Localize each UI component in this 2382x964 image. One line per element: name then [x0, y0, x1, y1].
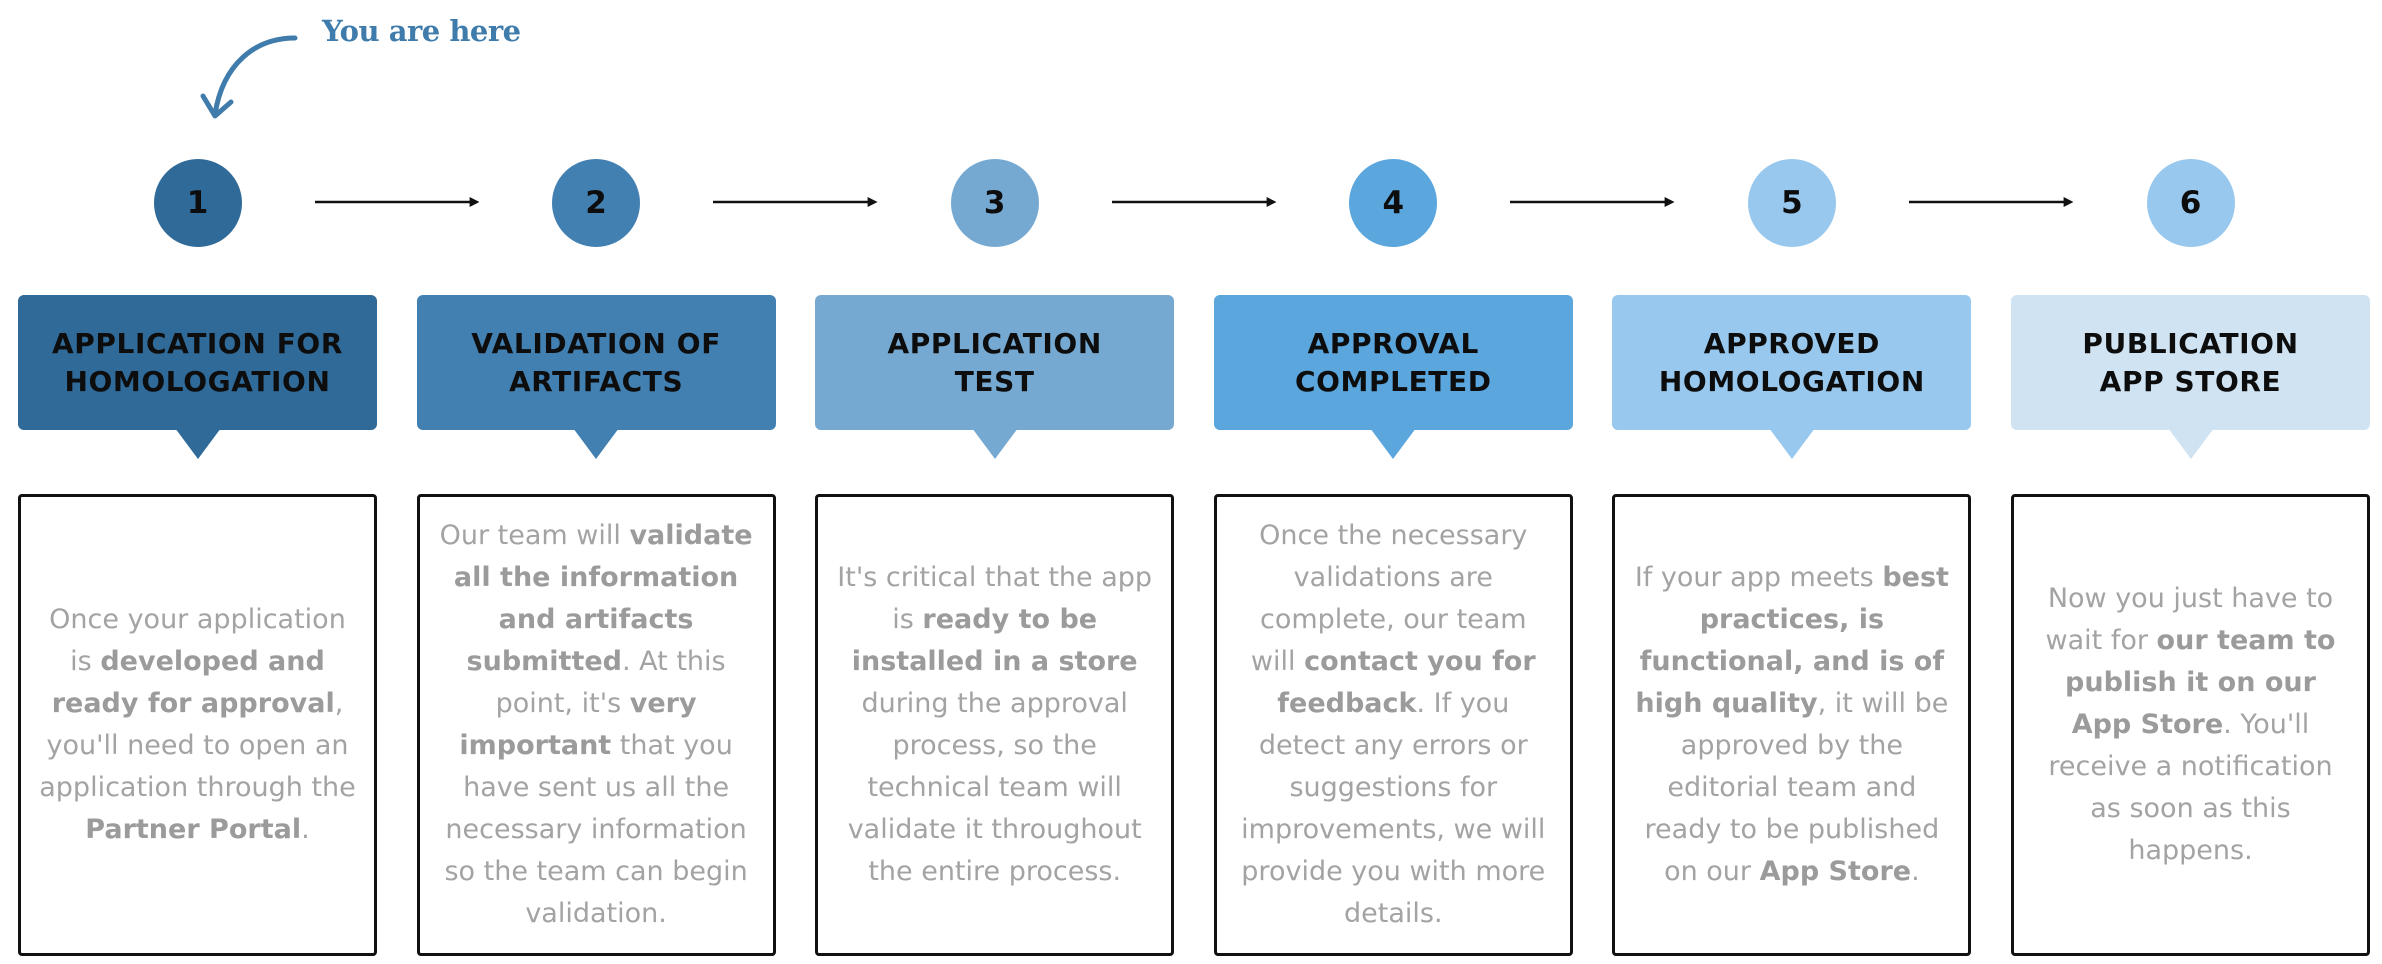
description-text: Once your application is: [49, 604, 346, 677]
connector-arrow-icon: [314, 197, 480, 207]
step-title-line: HOMOLOGATION: [1658, 364, 1925, 398]
step-number-circle: 2: [552, 159, 641, 247]
step-title-pointer: [2167, 428, 2214, 459]
description-bold-text: our team to publish it on our App Store: [2065, 625, 2336, 740]
description-text: that you have sent us all the necessary …: [444, 730, 748, 929]
connector-arrow-icon: [1908, 197, 2074, 207]
step-number-circle: 5: [1747, 159, 1836, 247]
step-title-box: APPLICATION FOR HOMOLOGATION: [18, 295, 377, 430]
step-number-circle: 3: [950, 159, 1039, 247]
description-text: . If you detect any errors or suggestion…: [1241, 688, 1546, 929]
description-text: If your app meets: [1634, 562, 1883, 593]
step-title-line: APPLICATION FOR: [51, 326, 343, 360]
step-title-box: APPROVED HOMOLOGATION: [1612, 295, 1972, 430]
step-title-line: ARTIFACTS: [508, 364, 684, 398]
step-number-circle: 4: [1349, 159, 1438, 247]
step-description-card: It's critical that the app is ready to b…: [815, 494, 1175, 956]
step-title-pointer: [174, 428, 221, 459]
step-title-line: TEST: [954, 364, 1035, 398]
step-title-line: VALIDATION OF: [471, 326, 721, 360]
description-bold-text: ready to be installed in a store: [851, 604, 1138, 677]
step-title-line: APP STORE: [2099, 364, 2282, 398]
step-title-pointer: [1370, 428, 1417, 459]
step-title-pointer: [573, 428, 620, 459]
step-description-text: If your app meets best practices, is fun…: [1633, 557, 1950, 893]
step-title-box: APPLICATION TEST: [815, 295, 1175, 430]
connector-arrow-icon: [713, 197, 878, 207]
description-bold-text: best practices, is functional, and is of…: [1635, 562, 1949, 719]
step-description-text: It's critical that the app is ready to b…: [836, 557, 1153, 893]
description-text: . You'll receive a notification as soon …: [2048, 709, 2333, 866]
description-bold-text: Partner Portal: [85, 814, 302, 845]
description-bold-text: App Store: [1759, 856, 1912, 887]
connector-arrow-icon: [1510, 197, 1675, 207]
description-bold-text: developed and ready for approval: [51, 646, 335, 719]
step-description-card: Once the necessary validations are compl…: [1213, 494, 1573, 956]
description-text: .: [1911, 856, 1920, 887]
step-title-line: HOMOLOGATION: [64, 364, 331, 398]
description-text: , it will be approved by the editorial t…: [1644, 688, 1949, 887]
step-title-line: PUBLICATION: [2082, 326, 2299, 360]
step-description-card: Our team will validate all the informati…: [416, 494, 776, 956]
step-description-text: Once your application is developed and r…: [39, 599, 356, 851]
step-description-text: Our team will validate all the informati…: [438, 515, 755, 935]
step-description-card: Now you just have to wait for our team t…: [2011, 494, 2370, 956]
you-are-here-label: You are here: [322, 14, 521, 48]
description-text: , you'll need to open an application thr…: [39, 688, 356, 803]
connector-arrow-icon: [1111, 197, 1277, 207]
step-title-box: APPROVAL COMPLETED: [1213, 295, 1573, 430]
description-text: Our team will: [439, 520, 630, 551]
description-text: Now you just have to wait for: [2045, 583, 2334, 656]
description-text: during the approval process, so the tech…: [847, 688, 1142, 887]
step-number-circle: 6: [2146, 159, 2235, 247]
description-bold-text: contact you for feedback: [1277, 646, 1536, 719]
step-number-circle: 1: [153, 159, 242, 247]
step-description-text: Once the necessary validations are compl…: [1235, 515, 1552, 935]
step-title-line: APPROVED: [1703, 326, 1880, 360]
step-description-text: Now you just have to wait for our team t…: [2032, 578, 2349, 872]
curved-arrow-icon: [200, 35, 298, 119]
description-text: . At this point, it's: [495, 646, 726, 719]
step-title-line: APPROVAL: [1307, 326, 1479, 360]
step-title-line: COMPLETED: [1295, 364, 1492, 398]
step-description-card: If your app meets best practices, is fun…: [1612, 494, 1972, 956]
description-text: It's critical that the app is: [837, 562, 1153, 635]
step-title-box: PUBLICATION APP STORE: [2011, 295, 2370, 430]
description-bold-text: validate all the information and artifac…: [453, 520, 753, 677]
step-title-pointer: [1768, 428, 1815, 459]
step-title-box: VALIDATION OF ARTIFACTS: [416, 295, 776, 430]
description-text: .: [301, 814, 310, 845]
description-bold-text: very important: [459, 688, 697, 761]
description-text: Once the necessary validations are compl…: [1250, 520, 1528, 677]
step-title-line: APPLICATION: [887, 326, 1102, 360]
step-title-pointer: [971, 428, 1018, 459]
step-description-card: Once your application is developed and r…: [18, 494, 377, 956]
